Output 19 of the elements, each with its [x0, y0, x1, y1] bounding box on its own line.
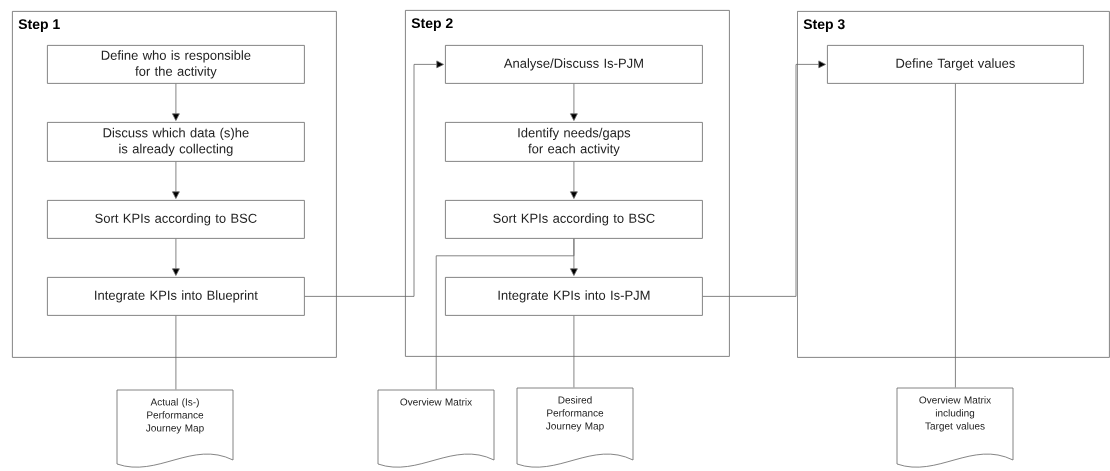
arrow	[172, 83, 180, 121]
process-box: Sort KPIs according to BSC	[47, 200, 305, 239]
arrow	[172, 161, 180, 199]
step-heading: Step 3	[803, 19, 845, 32]
step-heading: Step 1	[18, 19, 60, 32]
process-box: Integrate KPIs into Is-PJM	[445, 277, 703, 316]
arrow	[702, 60, 826, 297]
step-heading: Step 2	[411, 18, 453, 31]
process-box: Sort KPIs according to BSC	[445, 200, 703, 239]
process-box: Discuss which data (s)he is already collecting	[47, 122, 305, 162]
process-box: Integrate KPIs into Blueprint	[47, 277, 305, 316]
process-box: Analyse/Discuss Is-PJM	[445, 45, 703, 84]
arrow	[304, 60, 444, 297]
process-box: Define Target values	[827, 45, 1084, 84]
arrow	[172, 238, 180, 276]
process-box: Identify needs/gaps for each activity	[445, 122, 703, 162]
arrow	[570, 161, 578, 199]
arrow	[570, 83, 578, 121]
process-box: Define who is responsible for the activity	[47, 45, 305, 84]
